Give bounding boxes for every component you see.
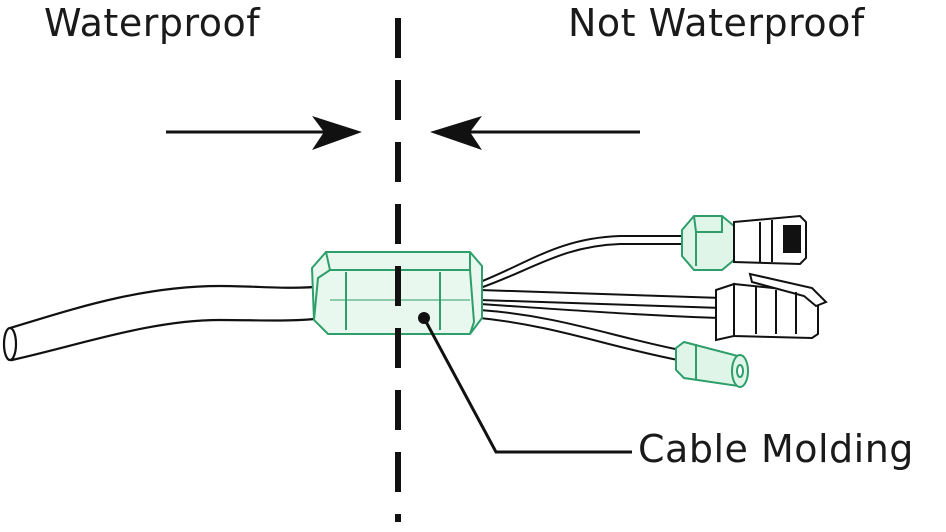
- audio-jack: [675, 340, 749, 388]
- arrow-left-icon: [430, 116, 640, 150]
- not-waterproof-label: Not Waterproof: [568, 1, 865, 45]
- main-cable: [2, 284, 327, 362]
- power-connector: [681, 215, 735, 271]
- rj45-connector: [715, 272, 828, 342]
- waterproof-label: Waterproof: [44, 1, 261, 45]
- callout-leader: [418, 312, 632, 454]
- power-plug-end: [733, 214, 807, 266]
- wires: [479, 235, 723, 361]
- arrow-right-icon: [166, 116, 362, 150]
- cable-molding-label: Cable Molding: [638, 427, 914, 471]
